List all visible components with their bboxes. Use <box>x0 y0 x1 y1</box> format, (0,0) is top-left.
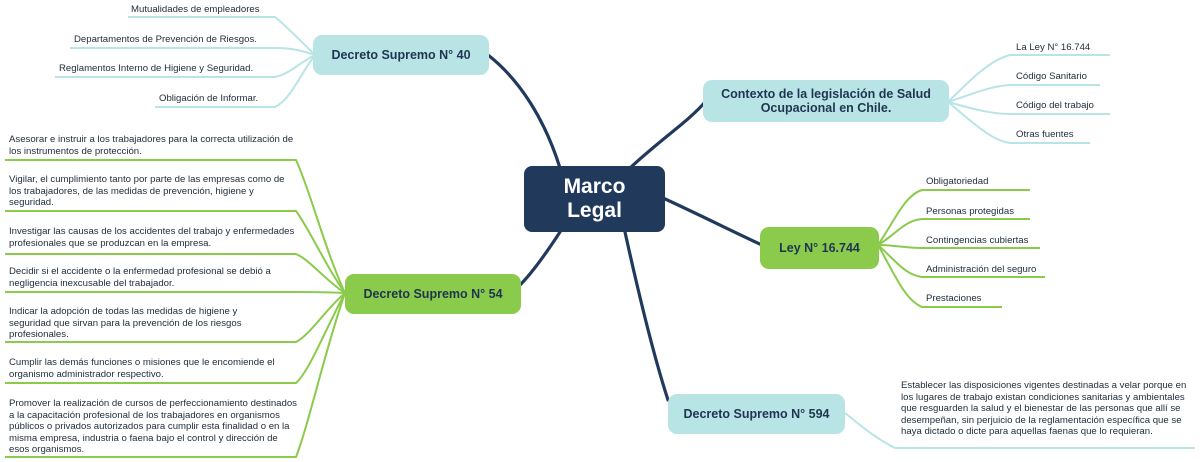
topic-contexto-label: Contexto de la legislación de Salud Ocup… <box>721 86 931 115</box>
contexto-item: La Ley N° 16.744 <box>1016 42 1091 53</box>
ds54-item: Cumplir las demás funciones o misiones q… <box>9 357 275 380</box>
ds40-item: Reglamentos Interno de Higiene y Segurid… <box>59 63 254 74</box>
topic-ds594[interactable]: Decreto Supremo N° 594 <box>668 394 845 434</box>
link-ds54 <box>518 230 562 287</box>
link-ley <box>661 196 764 247</box>
ley-item: Personas protegidas <box>926 206 1014 217</box>
contexto-item: Otras fuentes <box>1016 129 1074 140</box>
topic-ley-16744-label: Ley N° 16.744 <box>779 240 860 255</box>
ley-item: Prestaciones <box>926 293 982 304</box>
ds40-item: Departamentos de Prevención de Riesgos. <box>74 34 257 45</box>
ds54-item: Indicar la adopción de todas las medidas… <box>9 306 242 340</box>
ley-item: Contingencias cubiertas <box>926 235 1029 246</box>
contexto-item: Código del trabajo <box>1016 100 1094 111</box>
ds594-item: Establecer las disposiciones vigentes de… <box>901 380 1187 437</box>
topic-contexto[interactable]: Contexto de la legislación de Salud Ocup… <box>703 80 949 122</box>
topic-ds40[interactable]: Decreto Supremo N° 40 <box>313 35 489 75</box>
topic-ds594-label: Decreto Supremo N° 594 <box>683 406 830 421</box>
topic-ds40-label: Decreto Supremo N° 40 <box>331 47 471 62</box>
ley-item: Obligatoriedad <box>926 176 989 187</box>
ds54-item: Asesorar e instruir a los trabajadores p… <box>9 134 294 157</box>
ds54-item: Decidir si el accidente o la enfermedad … <box>9 266 271 289</box>
central-topic-label: Marco Legal <box>563 174 626 222</box>
link-ds40 <box>486 53 562 170</box>
topic-ds54-label: Decreto Supremo N° 54 <box>363 286 503 301</box>
link-contexto <box>628 100 707 170</box>
ds54-item: Promover la realización de cursos de per… <box>9 398 297 455</box>
ley-item: Administración del seguro <box>926 264 1037 275</box>
contexto-item: Código Sanitario <box>1016 71 1087 82</box>
ds40-item: Mutualidades de empleadores <box>131 4 260 15</box>
topic-ley-16744[interactable]: Ley N° 16.744 <box>760 227 879 269</box>
link-ds594 <box>623 230 670 402</box>
central-topic[interactable]: Marco Legal <box>524 166 665 232</box>
ds54-item: Investigar las causas de los accidentes … <box>9 226 295 249</box>
ds40-item: Obligación de Informar. <box>159 93 259 104</box>
ds54-item: Vigilar, el cumplimiento tanto por parte… <box>9 174 285 208</box>
topic-ds54[interactable]: Decreto Supremo N° 54 <box>345 274 521 314</box>
